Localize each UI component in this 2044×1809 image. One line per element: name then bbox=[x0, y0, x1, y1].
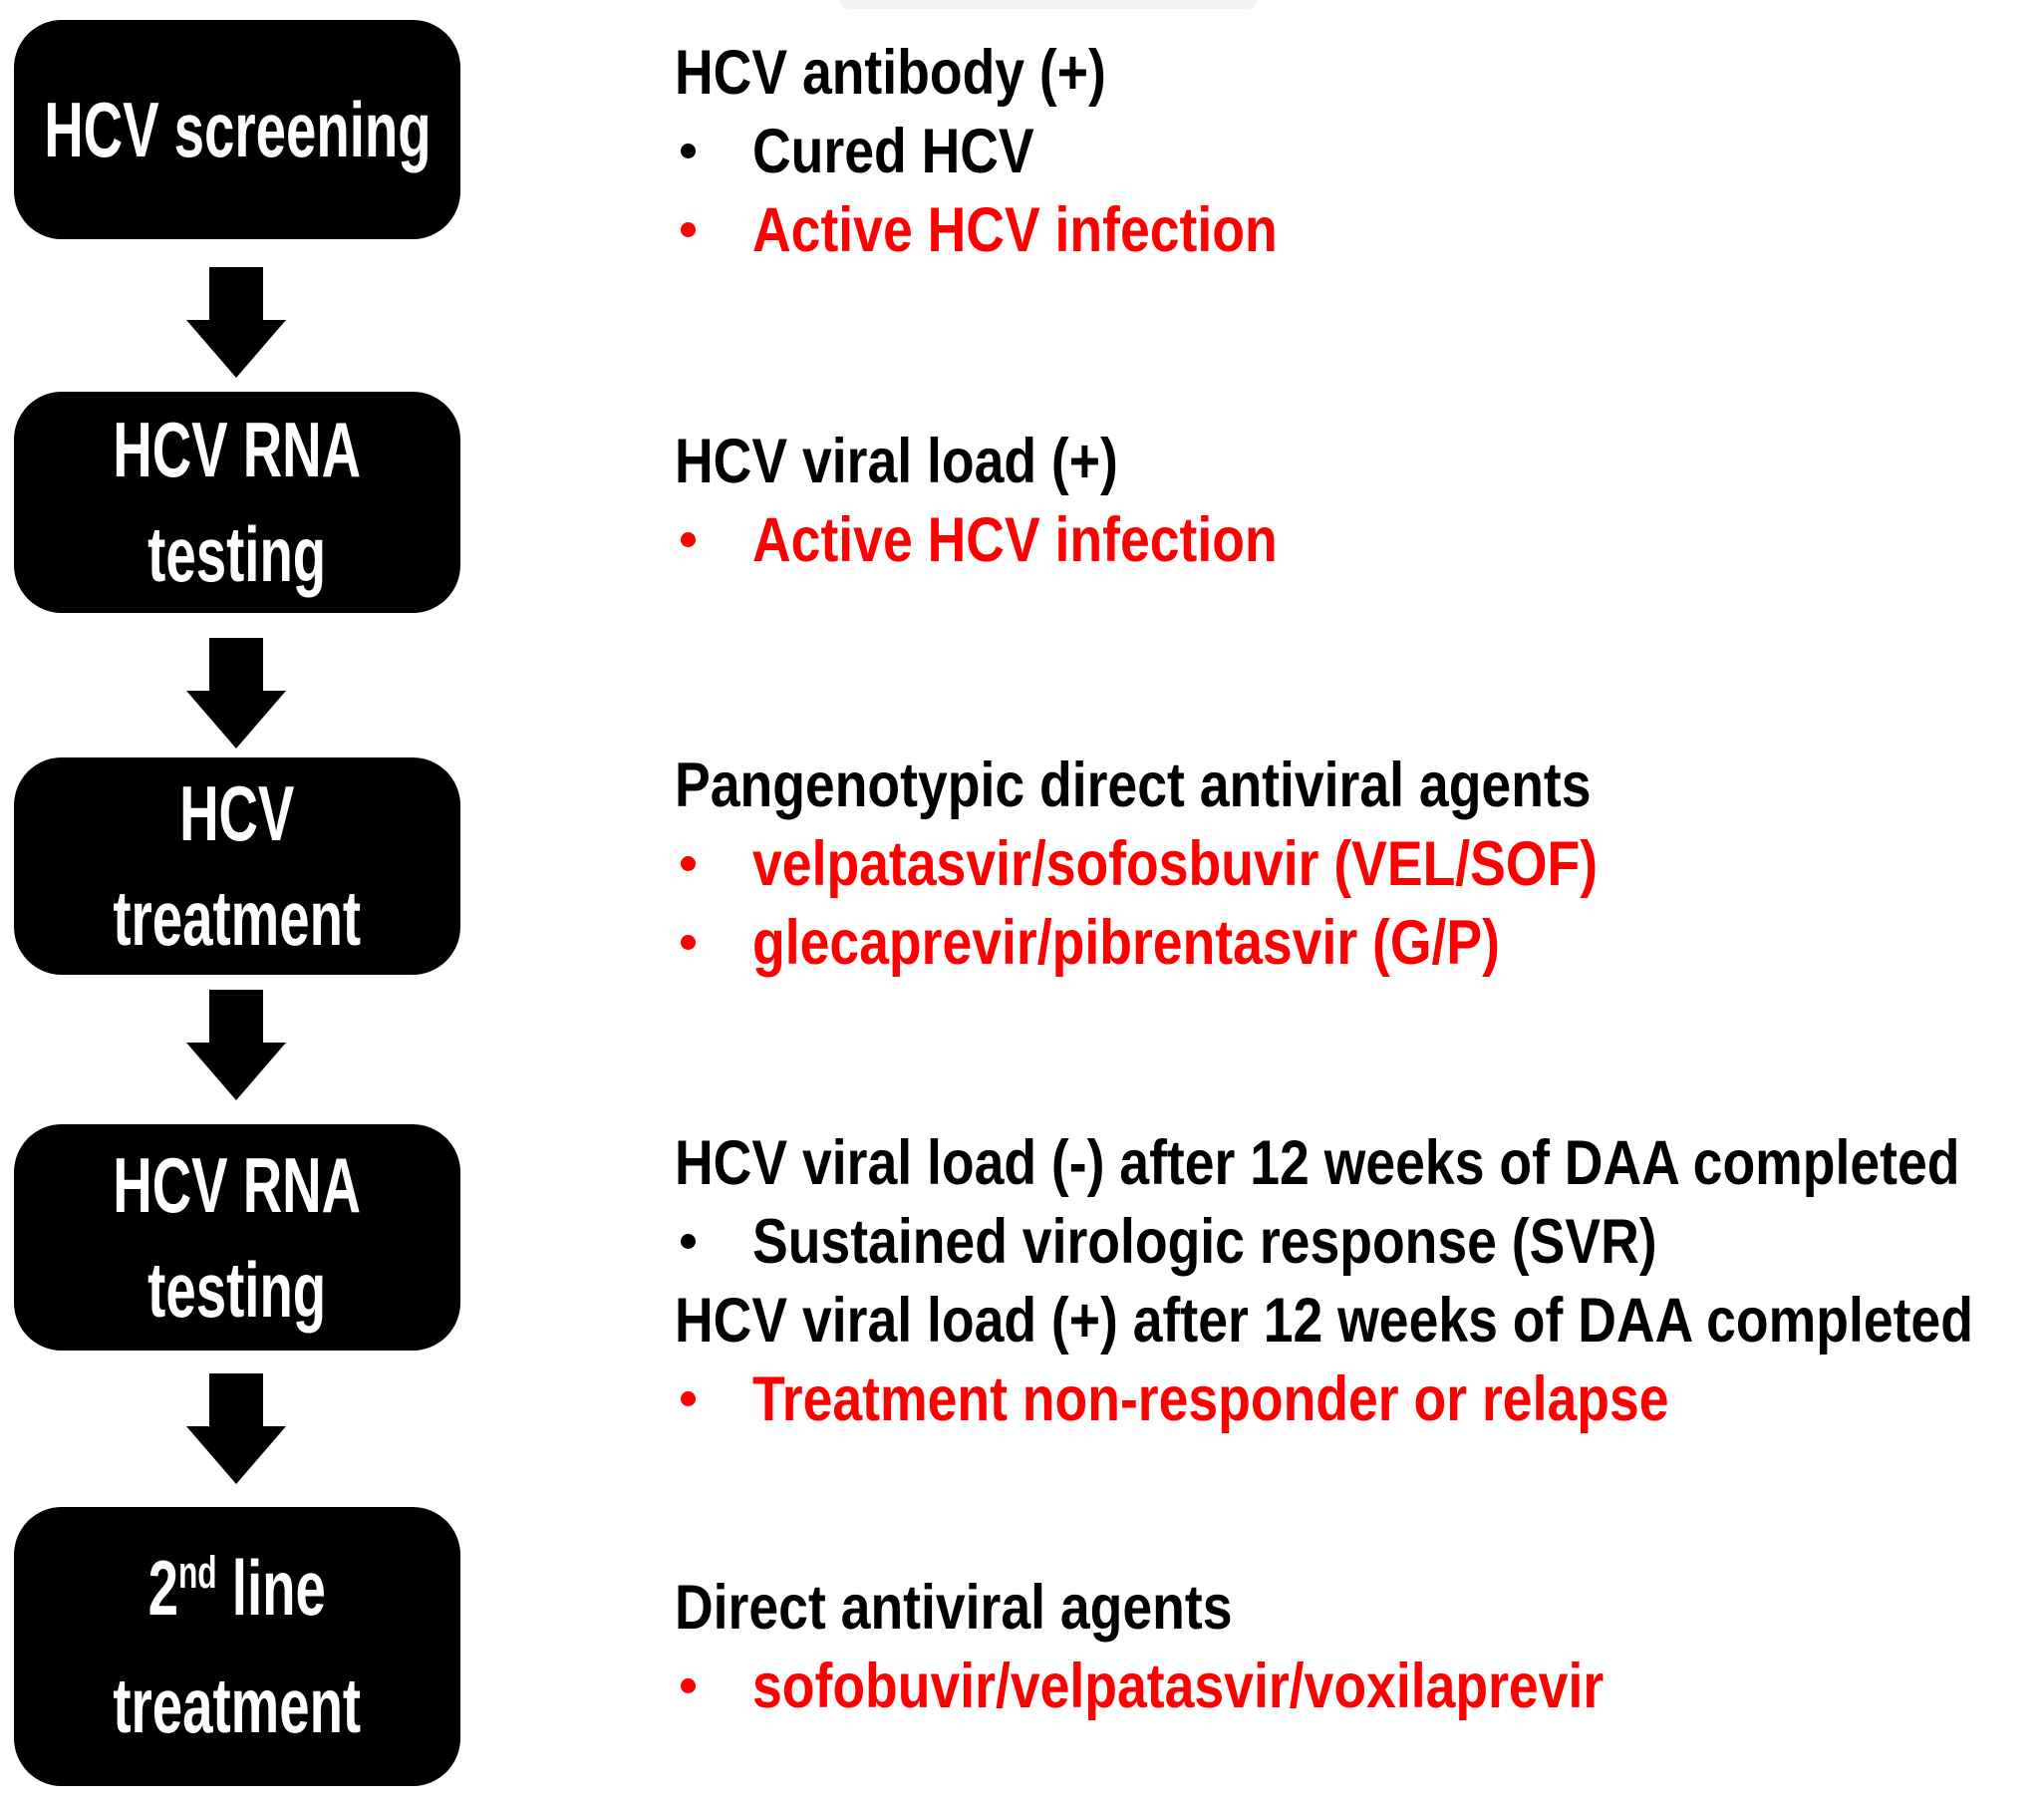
annotation-text: sofobuvir/velpatasvir/voxilaprevir bbox=[752, 1651, 1605, 1721]
flow-box-label-line: HCV bbox=[179, 769, 295, 857]
annotation-bullet-item: Treatment non-responder or relapse bbox=[675, 1359, 2044, 1438]
flow-box-label: HCV RNA testing bbox=[114, 1133, 362, 1343]
arrow-head bbox=[186, 1426, 286, 1484]
flow-box-label-line: treatment bbox=[113, 1661, 362, 1749]
flow-box-label-line: treatment bbox=[113, 874, 362, 962]
annotation-bullet-item: Cured HCV bbox=[675, 112, 1370, 190]
ordinal-suffix: nd bbox=[178, 1547, 217, 1598]
annotation-block-hcv-screening: HCV antibody (+) Cured HCV Active HCV in… bbox=[675, 33, 1370, 269]
annotation-heading: HCV viral load (+) after 12 weeks of DAA… bbox=[675, 1281, 2044, 1359]
arrow-down-icon bbox=[186, 1373, 286, 1484]
annotation-bullet-item: velpatasvir/sofosbuvir (VEL/SOF) bbox=[675, 824, 1753, 903]
arrow-shaft bbox=[209, 990, 263, 1043]
annotation-block-hcv-rna-testing-1: HCV viral load (+) Active HCV infection bbox=[675, 422, 1370, 579]
annotation-text: HCV viral load (-) after 12 weeks of DAA… bbox=[675, 1127, 1960, 1198]
ordinal-base: 2 bbox=[147, 1544, 179, 1632]
bullet-dot-icon bbox=[681, 935, 696, 950]
arrow-shaft bbox=[209, 1373, 263, 1426]
annotation-text: Sustained virologic response (SVR) bbox=[752, 1206, 1657, 1277]
arrow-head bbox=[186, 1043, 286, 1100]
annotation-bullet-item: Sustained virologic response (SVR) bbox=[675, 1202, 2044, 1281]
annotation-heading: HCV viral load (+) bbox=[675, 422, 1370, 500]
top-edge-artifact bbox=[840, 0, 1257, 9]
annotation-text: Active HCV infection bbox=[752, 504, 1278, 575]
annotation-block-hcv-rna-testing-2: HCV viral load (-) after 12 weeks of DAA… bbox=[675, 1123, 2044, 1438]
annotation-heading: HCV antibody (+) bbox=[675, 33, 1370, 112]
bullet-dot-icon bbox=[681, 1234, 696, 1249]
flow-box-label-line: HCV RNA bbox=[113, 406, 362, 493]
bullet-dot-icon bbox=[681, 1678, 696, 1693]
arrow-down-icon bbox=[186, 267, 286, 378]
annotation-text: HCV viral load (+) after 12 weeks of DAA… bbox=[675, 1285, 1973, 1356]
flow-box-label-line: HCV screening bbox=[43, 85, 432, 173]
annotation-bullet-item: sofobuvir/velpatasvir/voxilaprevir bbox=[675, 1647, 1754, 1725]
flow-box-label-line: testing bbox=[147, 510, 327, 598]
flow-box-label: HCV RNA testing bbox=[114, 398, 362, 607]
bullet-dot-icon bbox=[681, 856, 696, 871]
flow-box-label-line: 2nd line bbox=[114, 1529, 362, 1647]
arrow-shaft bbox=[209, 267, 263, 320]
arrow-down-icon bbox=[186, 990, 286, 1100]
flow-box-hcv-rna-testing-2: HCV RNA testing bbox=[14, 1124, 460, 1351]
arrow-head bbox=[186, 320, 286, 378]
annotation-text: Active HCV infection bbox=[752, 194, 1278, 265]
annotation-text: Pangenotypic direct antiviral agents bbox=[675, 750, 1592, 820]
flow-box-label: HCV screening bbox=[44, 78, 431, 182]
flow-box-hcv-rna-testing-1: HCV RNA testing bbox=[14, 392, 460, 613]
bullet-dot-icon bbox=[681, 532, 696, 547]
annotation-text: Cured HCV bbox=[752, 116, 1034, 186]
flow-box-label-line: testing bbox=[147, 1245, 327, 1334]
annotation-text: glecaprevir/pibrentasvir (G/P) bbox=[752, 907, 1500, 978]
annotation-block-hcv-treatment: Pangenotypic direct antiviral agents vel… bbox=[675, 746, 1753, 982]
annotation-heading: HCV viral load (-) after 12 weeks of DAA… bbox=[675, 1123, 2044, 1202]
arrow-shaft bbox=[209, 638, 263, 691]
flow-box-label: HCV treatment bbox=[114, 761, 362, 971]
annotation-text: Direct antiviral agents bbox=[675, 1572, 1233, 1643]
annotation-text: Treatment non-responder or relapse bbox=[752, 1363, 1669, 1434]
annotation-text: HCV viral load (+) bbox=[675, 426, 1118, 496]
flow-box-second-line-treatment: 2nd line treatment bbox=[14, 1507, 460, 1786]
arrow-head bbox=[186, 691, 286, 749]
flow-box-hcv-screening: HCV screening bbox=[14, 20, 460, 239]
annotation-text: HCV antibody (+) bbox=[675, 37, 1106, 108]
annotation-bullet-item: Active HCV infection bbox=[675, 500, 1370, 579]
bullet-dot-icon bbox=[681, 144, 696, 158]
annotation-block-second-line-treatment: Direct antiviral agents sofobuvir/velpat… bbox=[675, 1568, 1754, 1725]
annotation-bullet-item: glecaprevir/pibrentasvir (G/P) bbox=[675, 903, 1753, 982]
annotation-bullet-item: Active HCV infection bbox=[675, 190, 1370, 269]
annotation-text: velpatasvir/sofosbuvir (VEL/SOF) bbox=[752, 828, 1599, 899]
flow-box-label: 2nd line treatment bbox=[114, 1529, 362, 1764]
annotation-heading: Pangenotypic direct antiviral agents bbox=[675, 746, 1753, 824]
bullet-dot-icon bbox=[681, 1391, 696, 1406]
annotation-heading: Direct antiviral agents bbox=[675, 1568, 1754, 1647]
flow-box-label-line: HCV RNA bbox=[113, 1140, 362, 1229]
flow-box-hcv-treatment: HCV treatment bbox=[14, 757, 460, 975]
ordinal-rest: line bbox=[216, 1544, 327, 1632]
bullet-dot-icon bbox=[681, 222, 696, 237]
arrow-down-icon bbox=[186, 638, 286, 749]
